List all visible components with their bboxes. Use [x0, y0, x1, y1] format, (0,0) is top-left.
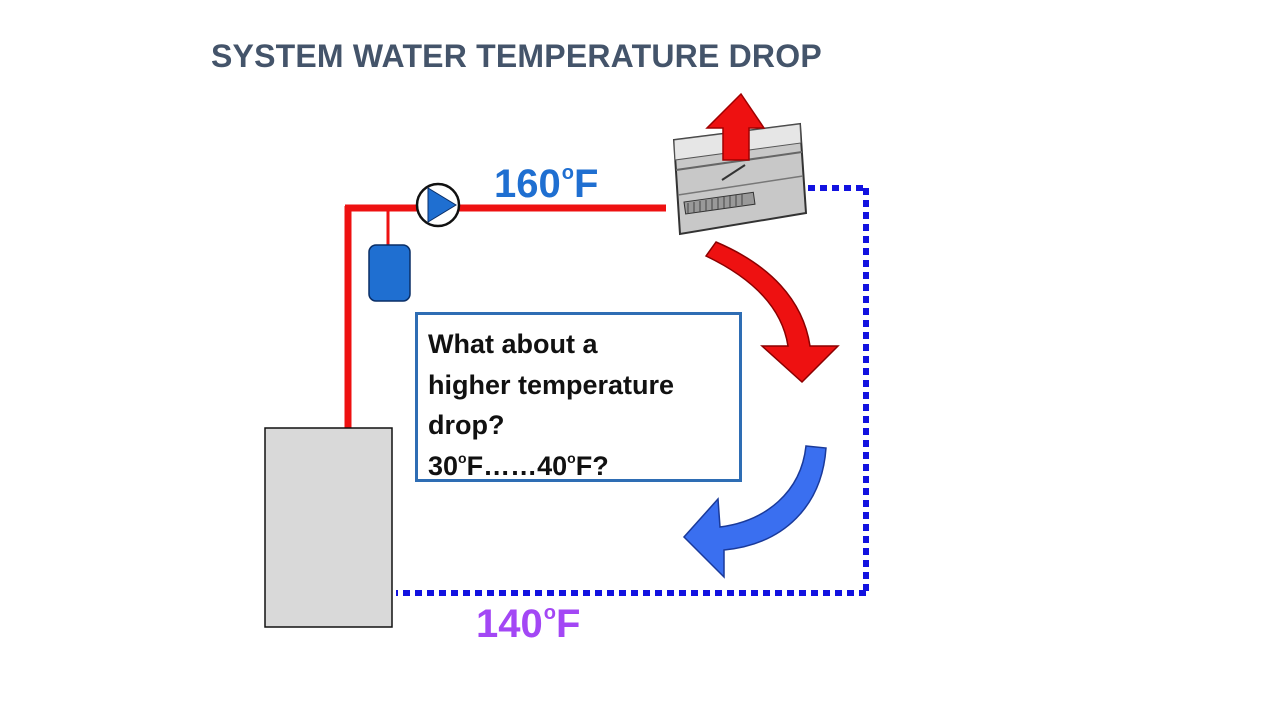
question-line-1: What about a	[428, 329, 598, 359]
question-line-2: higher temperature	[428, 369, 675, 400]
boiler-icon	[264, 427, 393, 628]
return-temp-unit: F	[555, 602, 581, 646]
question-temp-end: F?	[575, 450, 609, 481]
return-degree-symbol: o	[543, 602, 556, 624]
supply-degree-symbol: o	[561, 162, 574, 184]
question-degree-1: o	[458, 449, 467, 466]
question-callout-box: What about a higher temperature drop? 30…	[415, 312, 742, 482]
supply-temperature-label: 160oF	[494, 162, 598, 207]
supply-pipe	[344, 204, 666, 428]
circulator-pump-icon	[415, 182, 461, 228]
return-pipe	[396, 185, 869, 596]
flow-arrow-hot-icon	[704, 241, 840, 384]
question-temp-30: 30	[428, 450, 459, 481]
question-line-4: 30oF……40oF?	[428, 446, 729, 487]
question-temp-40: F……40	[466, 450, 568, 481]
expansion-tank-icon	[368, 244, 411, 302]
question-line-3: drop?	[428, 410, 505, 440]
supply-temp-unit: F	[573, 162, 599, 206]
flow-arrow-cool-icon	[682, 445, 827, 579]
supply-temp-value: 160	[494, 162, 561, 206]
question-degree-2: o	[567, 449, 576, 466]
slide-title: SYSTEM WATER TEMPERATURE DROP	[211, 38, 822, 74]
return-temperature-label: 140oF	[476, 602, 580, 647]
heat-rising-arrow-icon	[705, 92, 766, 161]
return-temp-value: 140	[476, 602, 543, 646]
